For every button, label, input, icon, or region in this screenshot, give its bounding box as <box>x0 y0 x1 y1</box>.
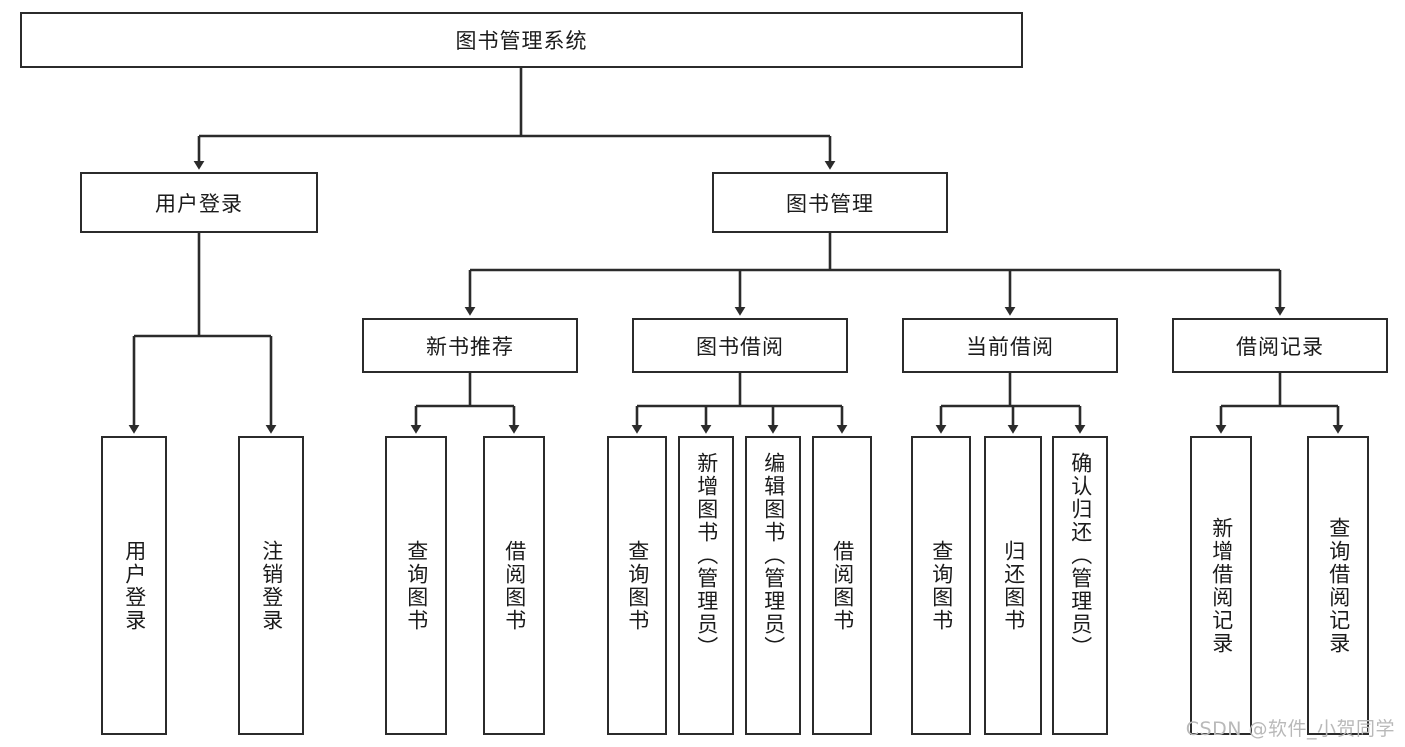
node-borrow-record[interactable]: 借阅记录 <box>1172 318 1388 373</box>
node-leaf-logout[interactable]: 注销登录 <box>238 436 304 735</box>
node-leaf-add-book-admin[interactable]: 新增图书（管理员） <box>678 436 734 735</box>
node-borrow-record-label: 借阅记录 <box>1236 334 1324 359</box>
node-leaf-query-book-2-label: 查询图书 <box>625 539 650 632</box>
node-leaf-query-book-2[interactable]: 查询图书 <box>607 436 667 735</box>
node-leaf-add-borrow-record[interactable]: 新增借阅记录 <box>1190 436 1252 735</box>
node-new-book-recommend-label: 新书推荐 <box>426 334 514 359</box>
node-leaf-user-login-label: 用户登录 <box>122 539 147 632</box>
node-book-manage-label: 图书管理 <box>786 191 874 216</box>
node-user-login-label: 用户登录 <box>155 191 243 216</box>
node-leaf-user-login[interactable]: 用户登录 <box>101 436 167 735</box>
node-leaf-return-book[interactable]: 归还图书 <box>984 436 1042 735</box>
node-leaf-edit-book-admin[interactable]: 编辑图书（管理员） <box>745 436 801 735</box>
node-leaf-logout-label: 注销登录 <box>259 539 284 632</box>
node-leaf-query-book-1-label: 查询图书 <box>404 539 429 632</box>
node-leaf-query-book-3-label: 查询图书 <box>929 539 954 632</box>
node-leaf-borrow-book-2[interactable]: 借阅图书 <box>812 436 872 735</box>
node-root-label: 图书管理系统 <box>455 29 588 53</box>
node-current-borrow-label: 当前借阅 <box>966 334 1054 359</box>
node-leaf-confirm-return-admin[interactable]: 确认归还（管理员） <box>1052 436 1108 735</box>
node-leaf-add-borrow-record-label: 新增借阅记录 <box>1209 516 1234 655</box>
node-book-borrow[interactable]: 图书借阅 <box>632 318 848 373</box>
node-leaf-query-borrow-record-label: 查询借阅记录 <box>1326 516 1351 655</box>
node-leaf-borrow-book-1[interactable]: 借阅图书 <box>483 436 545 735</box>
node-root[interactable]: 图书管理系统 <box>20 12 1023 68</box>
node-current-borrow[interactable]: 当前借阅 <box>902 318 1118 373</box>
node-leaf-query-book-1[interactable]: 查询图书 <box>385 436 447 735</box>
node-user-login[interactable]: 用户登录 <box>80 172 318 233</box>
node-leaf-query-book-3[interactable]: 查询图书 <box>911 436 971 735</box>
node-book-borrow-label: 图书借阅 <box>696 334 784 359</box>
node-leaf-query-borrow-record[interactable]: 查询借阅记录 <box>1307 436 1369 735</box>
node-leaf-borrow-book-2-label: 借阅图书 <box>830 539 855 632</box>
node-new-book-recommend[interactable]: 新书推荐 <box>362 318 578 373</box>
node-leaf-return-book-label: 归还图书 <box>1001 539 1026 632</box>
node-leaf-borrow-book-1-label: 借阅图书 <box>502 539 527 632</box>
node-leaf-edit-book-admin-label: 编辑图书（管理员） <box>761 452 786 659</box>
node-leaf-add-book-admin-label: 新增图书（管理员） <box>694 452 719 659</box>
csdn-watermark: CSDN @软件_小贺同学 <box>1185 718 1395 740</box>
node-book-manage[interactable]: 图书管理 <box>712 172 948 233</box>
node-leaf-confirm-return-admin-label: 确认归还（管理员） <box>1068 452 1093 659</box>
